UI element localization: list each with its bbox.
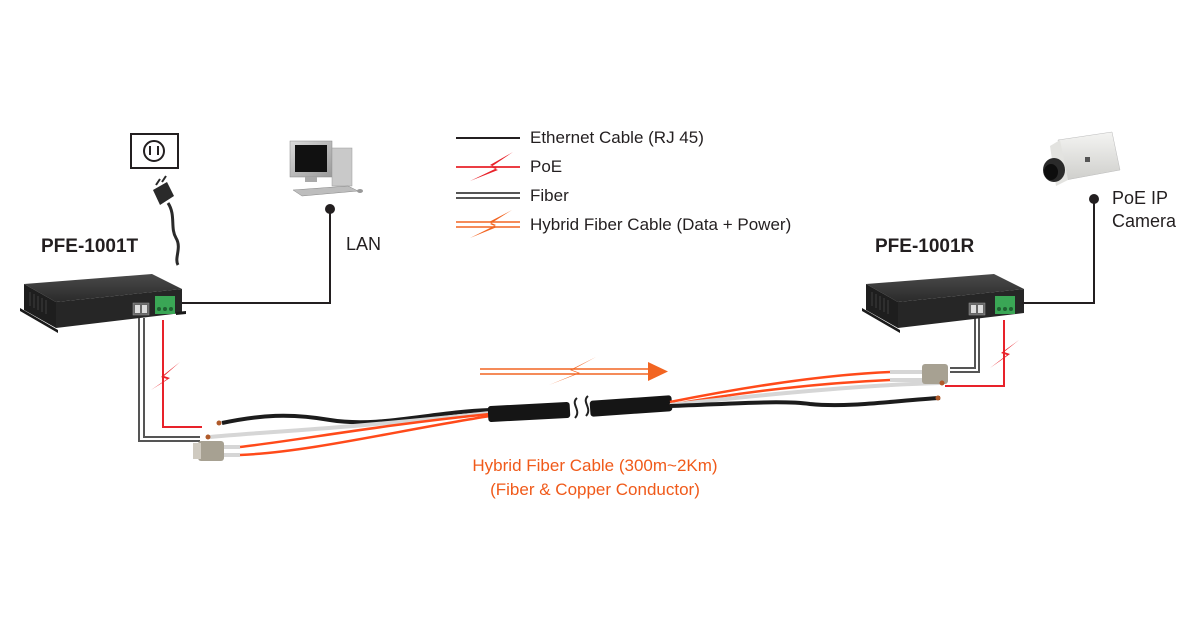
hybrid-cable-right	[669, 364, 948, 408]
lan-ethernet-cable	[178, 204, 335, 304]
legend-poe-label: PoE	[530, 157, 563, 176]
lan-label: LAN	[346, 234, 382, 254]
hybrid-cable-middle	[487, 395, 673, 422]
camera-label-line1: PoE IP	[1112, 188, 1169, 208]
legend-fiber-icon	[456, 192, 520, 199]
camera-label-line2: Camera	[1112, 211, 1177, 231]
receiver-model-label: PFE-1001R	[875, 236, 975, 257]
computer-icon	[289, 140, 363, 197]
receiver-poe-line	[945, 320, 1019, 387]
transmitter-fiber-line	[138, 318, 200, 442]
cable-caption-line2: (Fiber & Copper Conductor)	[490, 480, 700, 499]
power-plug-icon	[153, 175, 180, 266]
hybrid-direction-arrow	[480, 357, 668, 385]
poe-bolt-icon	[990, 340, 1019, 368]
transmitter-model-label: PFE-1001T	[41, 236, 139, 257]
camera-ethernet-cable	[1022, 194, 1099, 304]
cable-caption-line1: Hybrid Fiber Cable (300m~2Km)	[472, 456, 718, 475]
hybrid-bolt-icon	[549, 357, 596, 385]
cable-break-icon	[573, 397, 579, 419]
transmitter-poe-line	[151, 320, 202, 428]
lc-connector-icon	[198, 441, 224, 461]
arrow-head-icon	[648, 362, 668, 381]
power-outlet-icon	[130, 133, 179, 169]
hybrid-cable-left	[193, 408, 491, 461]
legend-ethernet-label: Ethernet Cable (RJ 45)	[530, 128, 704, 147]
transmitter-device	[20, 274, 186, 333]
legend-hybrid-bolt-icon	[456, 210, 520, 238]
poe-bolt-icon	[151, 362, 180, 390]
terminal-block-icon	[155, 296, 175, 314]
receiver-fiber-line	[950, 318, 980, 373]
ip-camera-icon	[1043, 131, 1121, 186]
terminal-block-icon	[995, 296, 1015, 314]
legend-hybrid-label: Hybrid Fiber Cable (Data + Power)	[530, 215, 792, 234]
legend-poe-bolt-icon	[456, 152, 520, 181]
receiver-device	[862, 274, 1024, 333]
legend-fiber-label: Fiber	[530, 186, 569, 205]
lc-connector-icon	[922, 364, 948, 384]
